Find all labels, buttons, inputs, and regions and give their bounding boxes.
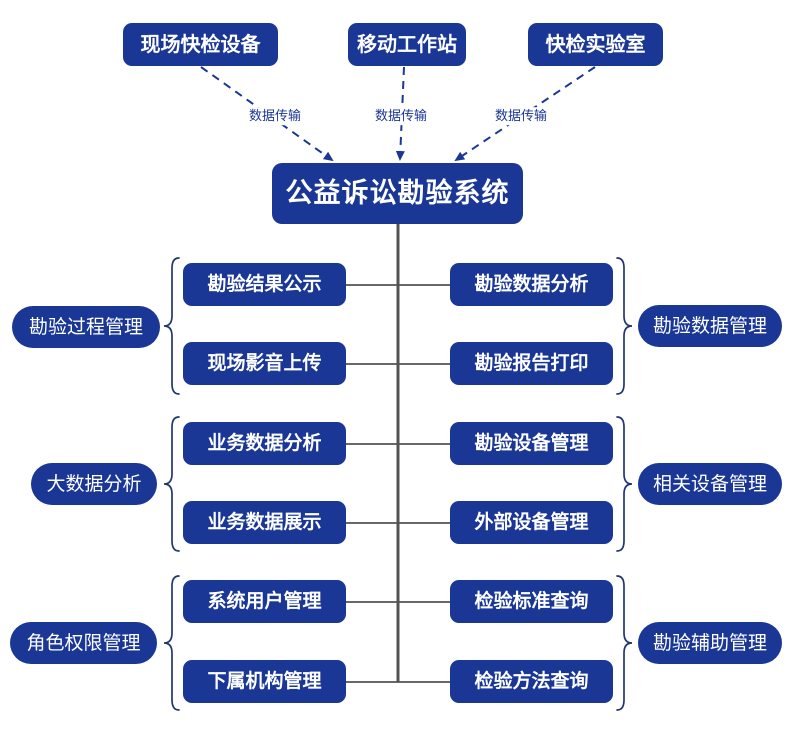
feature-node: 勘验设备管理 bbox=[450, 422, 613, 465]
feature-node: 现场影音上传 bbox=[183, 342, 346, 385]
field-device-node: 现场快检设备 bbox=[123, 23, 278, 66]
brace-left bbox=[163, 575, 180, 711]
brace-left bbox=[163, 257, 180, 395]
feature-node: 业务数据展示 bbox=[183, 501, 346, 544]
feature-node: 业务数据分析 bbox=[183, 422, 346, 465]
category-pill: 勘验数据管理 bbox=[638, 305, 782, 347]
feature-node: 检验方法查询 bbox=[450, 660, 613, 703]
rapid-test-lab-node: 快检实验室 bbox=[528, 23, 663, 66]
feature-node: 勘验结果公示 bbox=[183, 263, 346, 306]
data-transfer-label: 数据传输 bbox=[491, 107, 551, 125]
brace-right bbox=[616, 575, 633, 711]
feature-node: 勘验数据分析 bbox=[450, 263, 613, 306]
feature-node: 系统用户管理 bbox=[183, 580, 346, 623]
feature-node: 下属机构管理 bbox=[183, 660, 346, 703]
system-root-node: 公益诉讼勘验系统 bbox=[272, 163, 523, 224]
brace-left bbox=[163, 416, 180, 552]
brace-right bbox=[616, 416, 633, 552]
feature-node: 外部设备管理 bbox=[450, 501, 613, 544]
dashed-arrow bbox=[200, 66, 334, 162]
brace-right bbox=[616, 257, 633, 395]
feature-node: 勘验报告打印 bbox=[450, 342, 613, 385]
category-pill: 相关设备管理 bbox=[638, 463, 782, 505]
data-transfer-label: 数据传输 bbox=[245, 107, 305, 125]
mobile-workstation-node: 移动工作站 bbox=[348, 23, 466, 66]
category-pill: 大数据分析 bbox=[31, 463, 157, 505]
feature-node: 检验标准查询 bbox=[450, 580, 613, 623]
category-pill: 角色权限管理 bbox=[10, 622, 157, 664]
data-transfer-label: 数据传输 bbox=[371, 107, 431, 125]
category-pill: 勘验辅助管理 bbox=[638, 622, 782, 664]
category-pill: 勘验过程管理 bbox=[12, 306, 160, 348]
